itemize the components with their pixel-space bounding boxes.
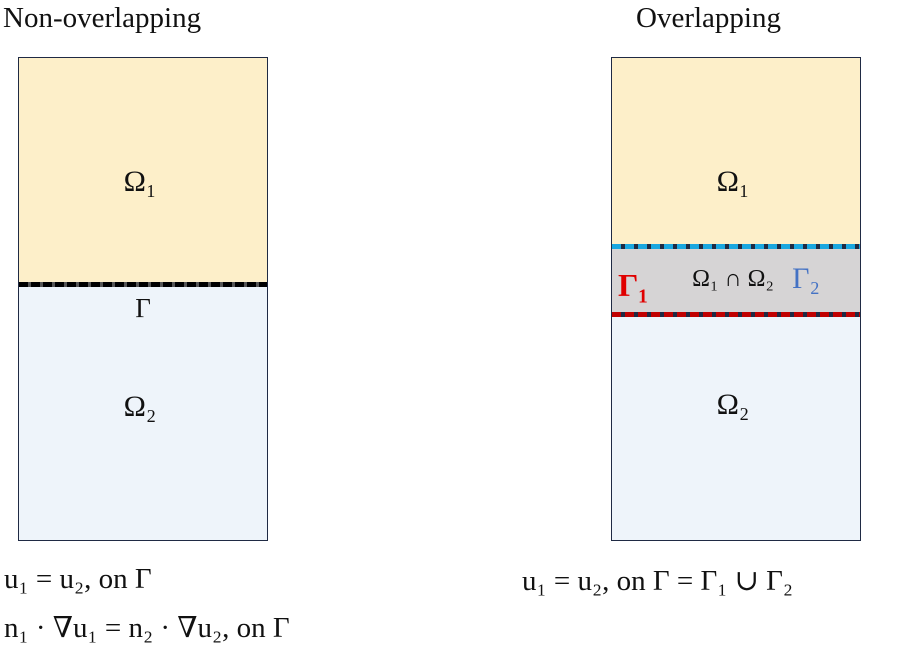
gamma1-label: Γ₁ — [618, 267, 648, 303]
omega1-region — [19, 58, 267, 285]
overlap-continuity-equation: u₁ = u₂, on Γ = Γ₁ ∪ Γ₂ — [522, 565, 793, 597]
omega2-label: Ω₂ — [716, 388, 750, 421]
gamma1-line — [612, 312, 860, 317]
flux-equation: n₁ · ∇u₁ = n₂ · ∇u₂, on Γ — [4, 612, 290, 644]
interface-line — [19, 282, 267, 287]
omega2-region — [19, 285, 267, 540]
omega1-label: Ω₁ — [716, 165, 750, 198]
overlapping-title: Overlapping — [636, 2, 781, 34]
continuity-equation: u₁ = u₂, on Γ — [4, 563, 152, 595]
gamma2-label: Γ₂ — [792, 262, 820, 295]
non-overlapping-domain — [18, 57, 268, 541]
omega1-label: Ω₁ — [123, 165, 157, 198]
omega1-region — [612, 58, 860, 247]
gamma-label: Γ — [135, 293, 151, 323]
non-overlapping-title: Non-overlapping — [3, 2, 202, 34]
gamma2-line — [612, 244, 860, 249]
overlap-region — [612, 247, 860, 315]
overlap-label: Ω₁ ∩ Ω₂ — [692, 266, 774, 292]
overlapping-domain — [611, 57, 861, 541]
omega2-label: Ω₂ — [123, 390, 157, 423]
omega2-region — [612, 315, 860, 540]
